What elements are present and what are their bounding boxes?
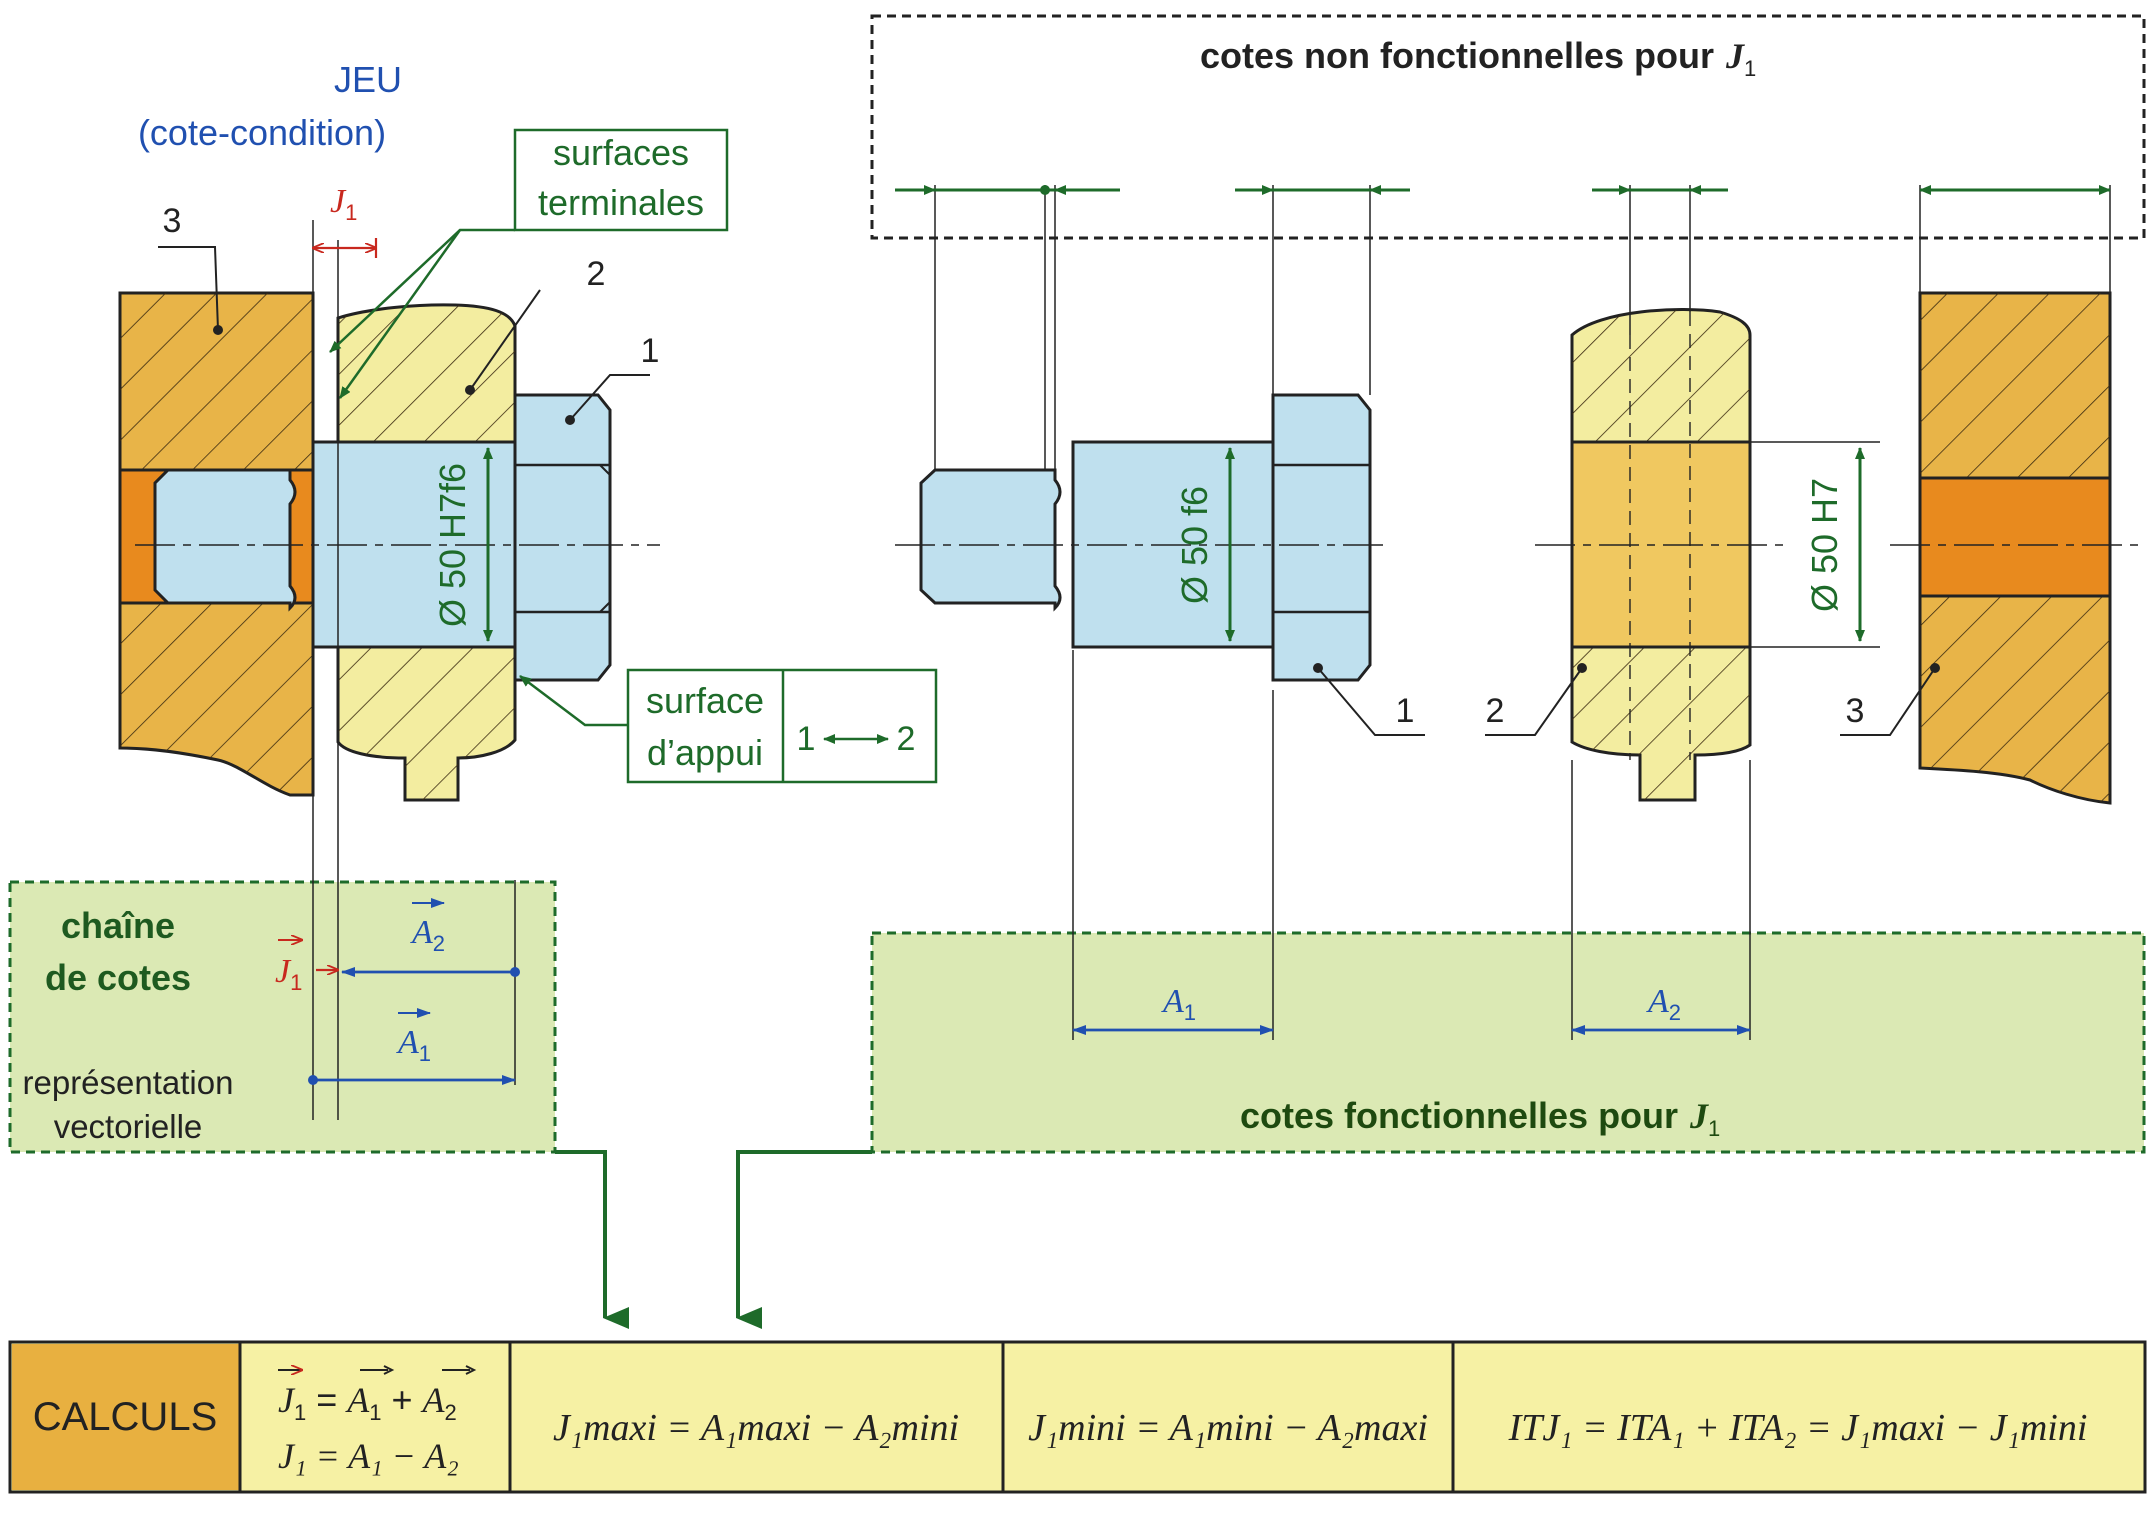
calc-maxi-equation: J₁maxi = A₁maxi − A₂mini xyxy=(553,1407,959,1449)
j1-jeu-dimension xyxy=(313,238,378,970)
shaft-diameter-label: Ø 50 f6 xyxy=(1174,486,1215,604)
part-3-view xyxy=(1890,291,2140,805)
surfaces-terminales-line2: terminales xyxy=(538,182,704,223)
chaine-label-line1: chaîne xyxy=(61,905,175,946)
shaft-threaded-end xyxy=(153,468,297,612)
assembly-view xyxy=(118,291,660,802)
assembly-diameter-label: Ø 50 H7f6 xyxy=(432,463,473,627)
svg-text:J1 = A1 + A2: J1 = A1 + A2 xyxy=(278,1379,457,1425)
calc-scalar-equation: J₁ = A₁ − A₂ xyxy=(278,1436,459,1476)
functional-a2-label: A2 xyxy=(1646,983,1681,1025)
calc-vector-equation: J1 = A1 + A2 xyxy=(278,1366,477,1425)
non-functional-dimensions-box xyxy=(870,14,2146,240)
appui-pair-right: 2 xyxy=(897,720,916,758)
svg-text:A1: A1 xyxy=(396,1024,431,1066)
vector-chain xyxy=(313,967,1751,1085)
svg-text:J1: J1 xyxy=(275,953,302,995)
bolt-head xyxy=(513,393,612,682)
surface-appui-line1: surface xyxy=(646,680,764,721)
representation-label-line2: vectorielle xyxy=(54,1108,203,1145)
dimension-chain-box xyxy=(8,880,557,1154)
surfaces-terminales-line1: surfaces xyxy=(553,132,689,173)
representation-label-line1: représentation xyxy=(23,1064,234,1101)
part-2-view xyxy=(1535,308,1790,802)
vector-a2-label: A2 xyxy=(410,898,445,956)
bore-part-3-number: 3 xyxy=(1846,692,1865,730)
surface-appui-line2: d’appui xyxy=(647,732,763,773)
vector-a1-label: A1 xyxy=(396,1008,431,1066)
jeu-label: JEU xyxy=(334,59,402,100)
appui-pair-left: 1 xyxy=(797,720,816,758)
calculs-table: CALCULS J1 = A1 + A2 J₁ = A₁ − A₂ J₁maxi… xyxy=(8,1340,2147,1494)
calc-mini-equation: J₁mini = A₁mini − A₂maxi xyxy=(1028,1407,1428,1449)
chaine-label-line2: de cotes xyxy=(45,957,191,998)
calc-it-equation: ITJ₁ = ITA₁ + ITA₂ = J₁maxi − J₁mini xyxy=(1508,1407,2088,1449)
bore-part-2-number: 2 xyxy=(1486,692,1505,730)
part-1-number: 1 xyxy=(641,332,660,370)
functional-a1-label: A1 xyxy=(1161,983,1196,1025)
j1-jeu-symbol: J1 xyxy=(330,183,357,225)
shaft-part-1-number: 1 xyxy=(1396,692,1415,730)
shaft-view xyxy=(895,393,1390,682)
bore-diameter-label: Ø 50 H7 xyxy=(1804,478,1845,612)
part-3-number: 3 xyxy=(163,202,182,240)
cote-condition-label: (cote-condition) xyxy=(138,112,386,153)
svg-text:A2: A2 xyxy=(410,914,445,956)
surfaces-terminales-box xyxy=(513,128,729,232)
part-2-number: 2 xyxy=(587,255,606,293)
functional-dimensions-box xyxy=(870,931,2146,1154)
vector-j1-label: J1 xyxy=(275,940,302,995)
calculs-title: CALCULS xyxy=(33,1395,218,1439)
